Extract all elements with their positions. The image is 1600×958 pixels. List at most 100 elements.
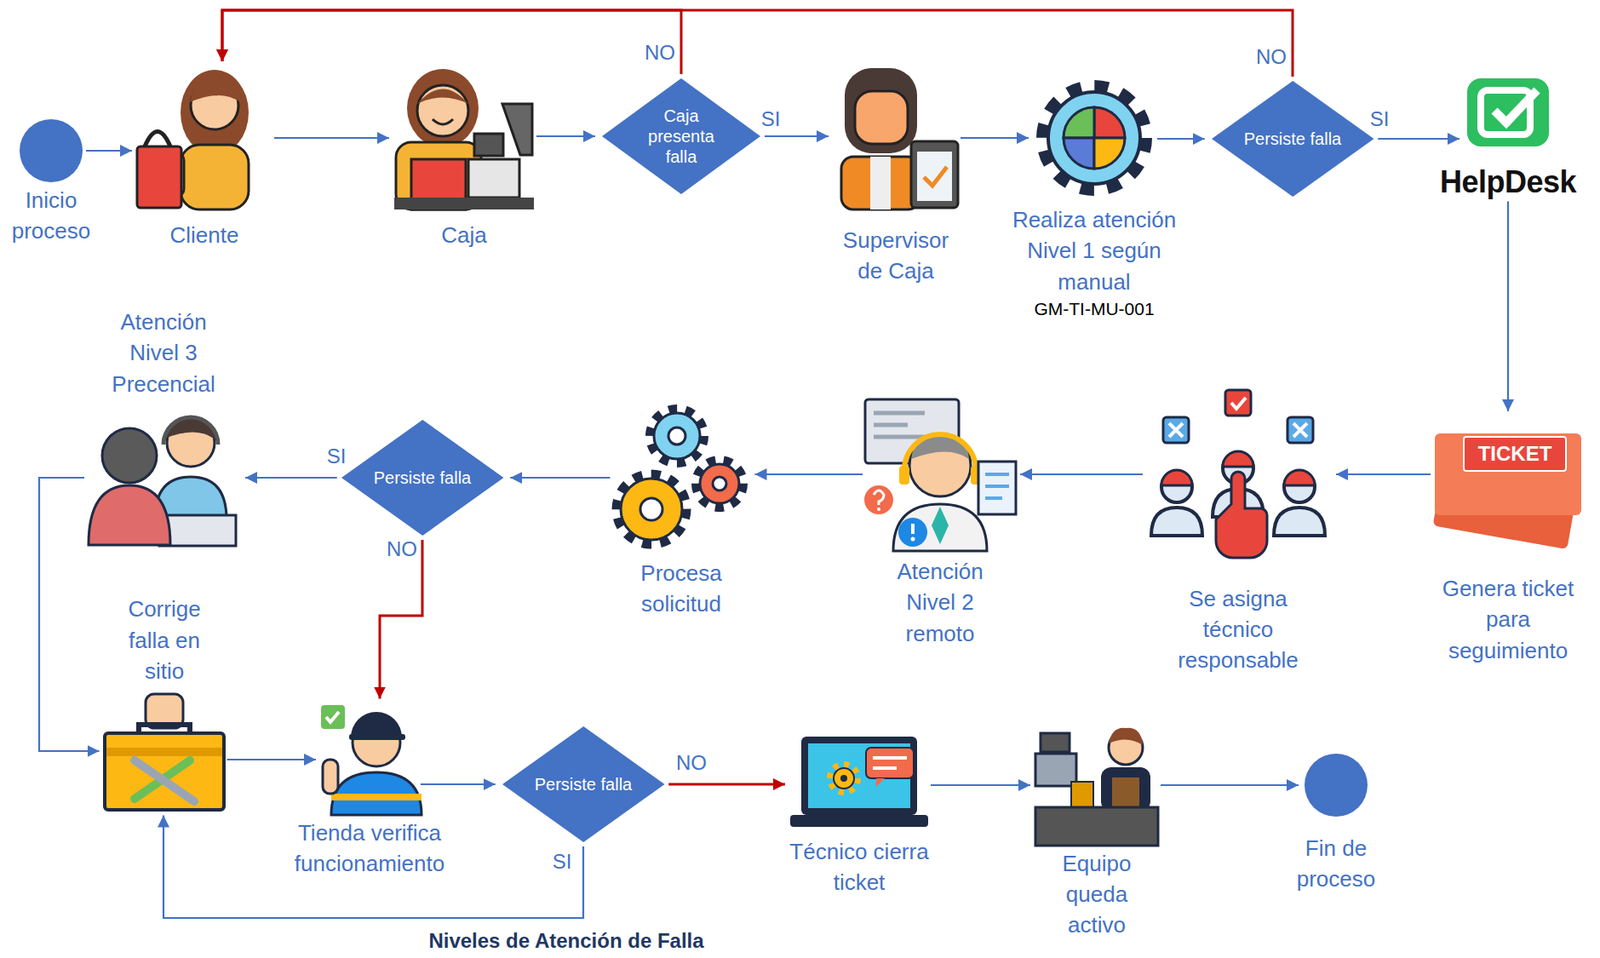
node-label: Fin de proceso: [1289, 832, 1383, 895]
process-step: Atención Nivel 3 Precencial: [86, 306, 241, 546]
flow-arrow: [1160, 784, 1299, 786]
decision-diamond: Persiste falla: [1210, 79, 1377, 199]
decision-diamond: Caja presenta falla: [600, 76, 763, 196]
icon-area: [137, 66, 272, 210]
process-step: Procesa solicitud: [613, 402, 751, 620]
icon-area: [790, 736, 929, 832]
terminal-node: Inicio proceso: [4, 118, 98, 247]
icon-area: [104, 693, 225, 811]
icon-area: [1433, 416, 1583, 567]
branch-label: SI: [1368, 107, 1392, 132]
toolbox-icon: [104, 693, 224, 810]
node-label: Persiste falla: [1244, 128, 1342, 150]
node-label: Se asigna técnico responsable: [1169, 583, 1307, 677]
flow-arrow: [163, 815, 584, 919]
gear-puzzle-icon: [1043, 86, 1146, 190]
flow-arrow: [1336, 473, 1431, 476]
decision-diamond: Persiste falla: [500, 724, 667, 844]
flow-arrow: [39, 477, 100, 752]
flow-arrow: [1157, 137, 1205, 140]
flow-arrow: [420, 783, 496, 786]
icon-area: [613, 402, 751, 551]
flow-arrow: [1507, 201, 1509, 412]
diamond-fill: [602, 78, 761, 195]
flow-arrow: [764, 135, 829, 138]
branch-label: NO: [674, 751, 709, 775]
flow-arrow: [274, 137, 390, 139]
diagram-title: Niveles de Atención de Falla: [428, 929, 704, 953]
branch-label: NO: [642, 40, 677, 65]
branch-label: NO: [384, 537, 419, 562]
node-label: Cliente: [149, 219, 260, 251]
store-worker-icon: [321, 705, 422, 815]
circle-fill: [19, 119, 83, 183]
process-step: Técnico cierra ticket: [776, 736, 943, 899]
flow-arrow: [222, 10, 682, 75]
process-step: Equipo queda activo: [1035, 726, 1159, 941]
process-step: Se asigna técnico responsable: [1145, 388, 1331, 677]
flow-arrow: [510, 476, 610, 479]
assign-technician-icon: [1151, 389, 1325, 558]
node-label: Técnico cierra ticket: [776, 836, 943, 899]
process-step: Corrige falla en sitio: [104, 593, 225, 810]
circle-outline: [1303, 752, 1369, 818]
node-label: Caja: [417, 219, 511, 251]
terminal-circle: [18, 118, 84, 184]
node-label: HelpDesk: [1439, 165, 1577, 200]
document-code: GM-TI-MU-001: [1033, 297, 1154, 321]
remote-agent-icon: [864, 399, 1016, 551]
process-step: Atención Nivel 2 remoto: [865, 397, 1016, 649]
process-step: Caja: [394, 66, 534, 251]
diamond-fill: [502, 726, 666, 843]
node-label: Atención Nivel 2 remoto: [884, 556, 996, 649]
flow-arrow: [668, 783, 786, 786]
flow-arrow: [379, 539, 423, 700]
flow-arrow: [222, 10, 1293, 77]
branch-label: SI: [550, 849, 574, 874]
process-step: Tienda verifica funcionamiento: [284, 704, 455, 880]
node-label: Inicio proceso: [4, 184, 98, 247]
node-label: Atención Nivel 3 Precencial: [102, 306, 226, 400]
icon-area: [1035, 726, 1159, 847]
branch-label: NO: [1254, 45, 1289, 69]
node-label: Persiste falla: [373, 467, 472, 488]
helpdesk-logo: [1467, 78, 1549, 147]
flow-arrow: [930, 784, 1031, 786]
node-label: Corrige falla en sitio: [111, 593, 218, 687]
gears-icon: [616, 408, 744, 545]
flow-arrow: [1377, 137, 1460, 140]
node-label: Persiste falla: [534, 774, 633, 795]
icon-area: [86, 407, 241, 546]
terminal-node: Fin de proceso: [1289, 752, 1383, 895]
node-label: Caja presenta falla: [634, 105, 729, 167]
onsite-support-icon: [88, 417, 236, 546]
icon-area: [1145, 388, 1331, 570]
customer-icon: [137, 69, 249, 210]
active-equipment-icon: [1035, 728, 1159, 846]
diamond-fill: [1211, 80, 1375, 197]
flow-arrow: [227, 758, 317, 761]
node-label: Procesa solicitud: [628, 557, 735, 620]
icon-area: [1464, 76, 1552, 149]
icon-area: [394, 66, 534, 210]
node-label: Realiza atención Nivel 1 según manual: [1003, 204, 1187, 298]
icon-area: [865, 397, 1016, 551]
process-step: Cliente: [137, 66, 272, 251]
laptop-icon: [790, 736, 929, 827]
decision-diamond: Persiste falla: [339, 418, 506, 538]
node-label: Tienda verifica funcionamiento: [284, 817, 455, 880]
process-step: Realiza atención Nivel 1 según manualGM-…: [1003, 76, 1187, 321]
node-label: Genera ticket para seguimiento: [1431, 573, 1585, 666]
circle-fill: [1304, 753, 1368, 817]
diamond-fill: [341, 419, 505, 536]
flow-arrow: [245, 476, 338, 479]
icon-area: [321, 704, 419, 816]
supervisor-icon: [841, 68, 958, 210]
flow-arrow: [960, 137, 1029, 139]
process-step: HelpDesk: [1439, 76, 1577, 200]
terminal-circle: [1303, 752, 1369, 818]
cashier-icon: [394, 68, 534, 210]
node-label: Equipo queda activo: [1054, 848, 1140, 941]
ticket-icon: [1433, 433, 1582, 550]
